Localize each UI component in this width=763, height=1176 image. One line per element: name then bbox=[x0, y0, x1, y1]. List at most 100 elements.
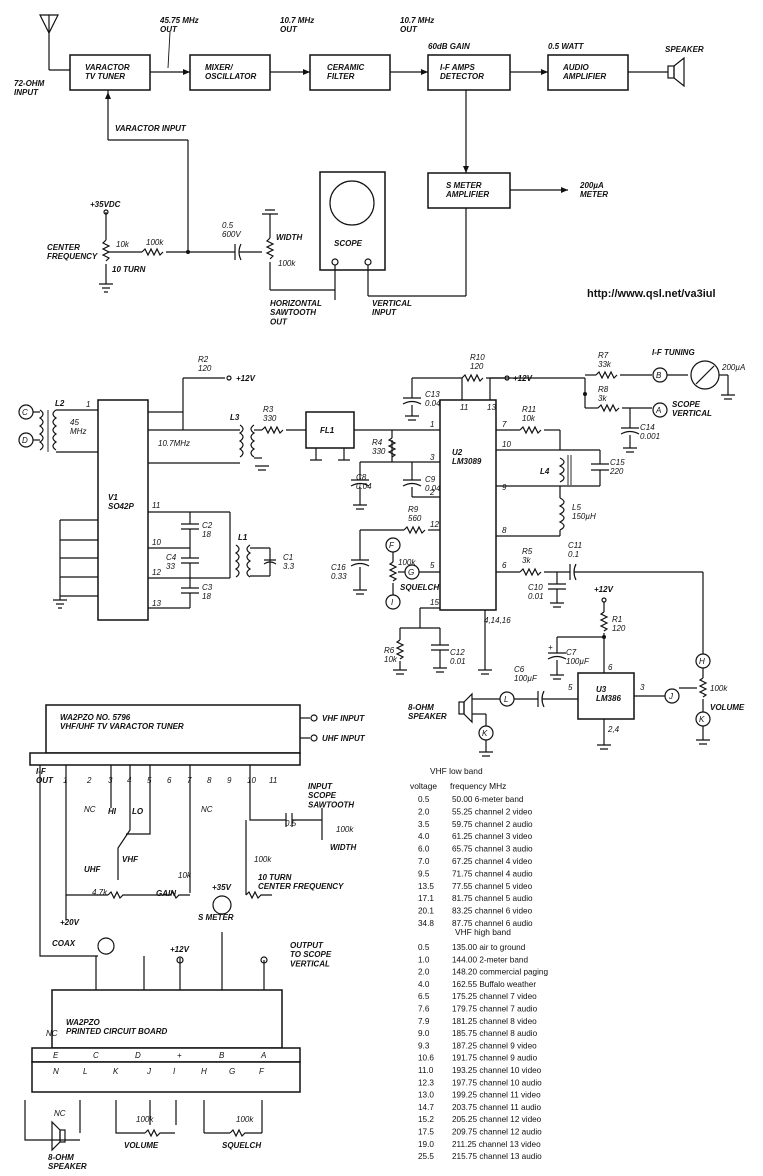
pcb-bottom-pin-5: H bbox=[201, 1067, 207, 1076]
u2-pin12: 12 bbox=[430, 520, 439, 529]
node-a bbox=[652, 402, 668, 418]
node-j bbox=[664, 688, 680, 704]
node-c-label: C bbox=[22, 408, 28, 417]
high-row-voltage: 17.5 bbox=[418, 1128, 434, 1137]
low-title: VHF low band bbox=[430, 766, 483, 776]
pcb-body bbox=[31, 1061, 301, 1093]
vdc-label: +35VDC bbox=[90, 200, 121, 209]
node-j-label: J bbox=[668, 692, 674, 701]
high-row-voltage: 12.3 bbox=[418, 1078, 434, 1087]
u2-pin5: 5 bbox=[430, 561, 435, 570]
high-row-frequency: 199.25 channel 11 video bbox=[452, 1091, 541, 1100]
high-row-voltage: 19.0 bbox=[418, 1140, 434, 1149]
p12-c: +12V bbox=[594, 585, 614, 594]
scope-label: SCOPE bbox=[334, 239, 363, 248]
source-url[interactable]: http://www.qsl.net/va3iul bbox=[587, 288, 716, 300]
tuner-pin-2: 2 bbox=[86, 776, 92, 785]
node-k-label: K bbox=[699, 715, 705, 724]
u2-gnd-pins: 4,14,16 bbox=[484, 616, 511, 625]
node-k2-label: K bbox=[482, 729, 488, 738]
p12-a: +12V bbox=[236, 374, 256, 383]
v1-pin11: 11 bbox=[152, 501, 160, 510]
pcb-top-pin-0: E bbox=[53, 1051, 59, 1060]
node-f-label: F bbox=[389, 541, 395, 550]
node-d-label: D bbox=[22, 436, 28, 445]
high-row-frequency: 211.25 channel 13 video bbox=[452, 1140, 541, 1149]
nc-1: NC bbox=[84, 805, 96, 814]
if-tuning-label: I-F TUNING bbox=[652, 348, 695, 357]
sq100k-label: 100k bbox=[236, 1115, 254, 1124]
high-row-voltage: 14.7 bbox=[418, 1103, 434, 1112]
node-i bbox=[385, 594, 401, 610]
vhf-input-label: VHF INPUT bbox=[322, 714, 365, 723]
pcb-bottom-pin-0: N bbox=[53, 1067, 59, 1076]
high-row-voltage: 10.6 bbox=[418, 1054, 434, 1063]
u2-pin6: 6 bbox=[502, 561, 507, 570]
uhf-input-label: UHF INPUT bbox=[322, 734, 366, 743]
high-row-frequency: 135.00 air to ground bbox=[452, 943, 526, 952]
u2-pin13: 13 bbox=[487, 403, 496, 412]
tuner-pin-8: 8 bbox=[207, 776, 212, 785]
high-row-frequency: 203.75 channel 11 audio bbox=[452, 1103, 542, 1112]
high-title: VHF high band bbox=[455, 927, 511, 937]
low-row-frequency: 81.75 channel 5 audio bbox=[452, 894, 533, 903]
r100k-label: 100k bbox=[146, 238, 164, 247]
high-row-voltage: 7.6 bbox=[418, 1005, 430, 1014]
width-label: WIDTH bbox=[276, 233, 302, 242]
u2-chip bbox=[439, 399, 497, 611]
low-row-frequency: 67.25 channel 4 video bbox=[452, 857, 533, 866]
nc-4: NC bbox=[54, 1109, 66, 1118]
v1-pin7: 1 bbox=[86, 400, 90, 409]
low-row-voltage: 3.5 bbox=[418, 820, 430, 829]
gain10k-label: 10k bbox=[178, 871, 192, 880]
l4-label: L4 bbox=[540, 467, 550, 476]
p35-label: +35V bbox=[212, 883, 232, 892]
high-row-voltage: 15.2 bbox=[418, 1115, 434, 1124]
h-voltage: voltage bbox=[410, 781, 437, 791]
v1-pin10: 10 bbox=[152, 538, 161, 547]
c05-label: 0.5 bbox=[285, 819, 297, 828]
high-row-voltage: 1.0 bbox=[418, 955, 430, 964]
p12-label: +12V bbox=[170, 945, 190, 954]
fl1-label: FL1 bbox=[320, 426, 335, 435]
high-row-voltage: 2.0 bbox=[418, 968, 430, 977]
mixer-block bbox=[189, 54, 271, 91]
high-row-frequency: 175.25 channel 7 video bbox=[452, 992, 537, 1001]
tuner-pin-6: 6 bbox=[167, 776, 172, 785]
smeter-label: S METER bbox=[198, 913, 234, 922]
tuner-pin-9: 9 bbox=[227, 776, 232, 785]
